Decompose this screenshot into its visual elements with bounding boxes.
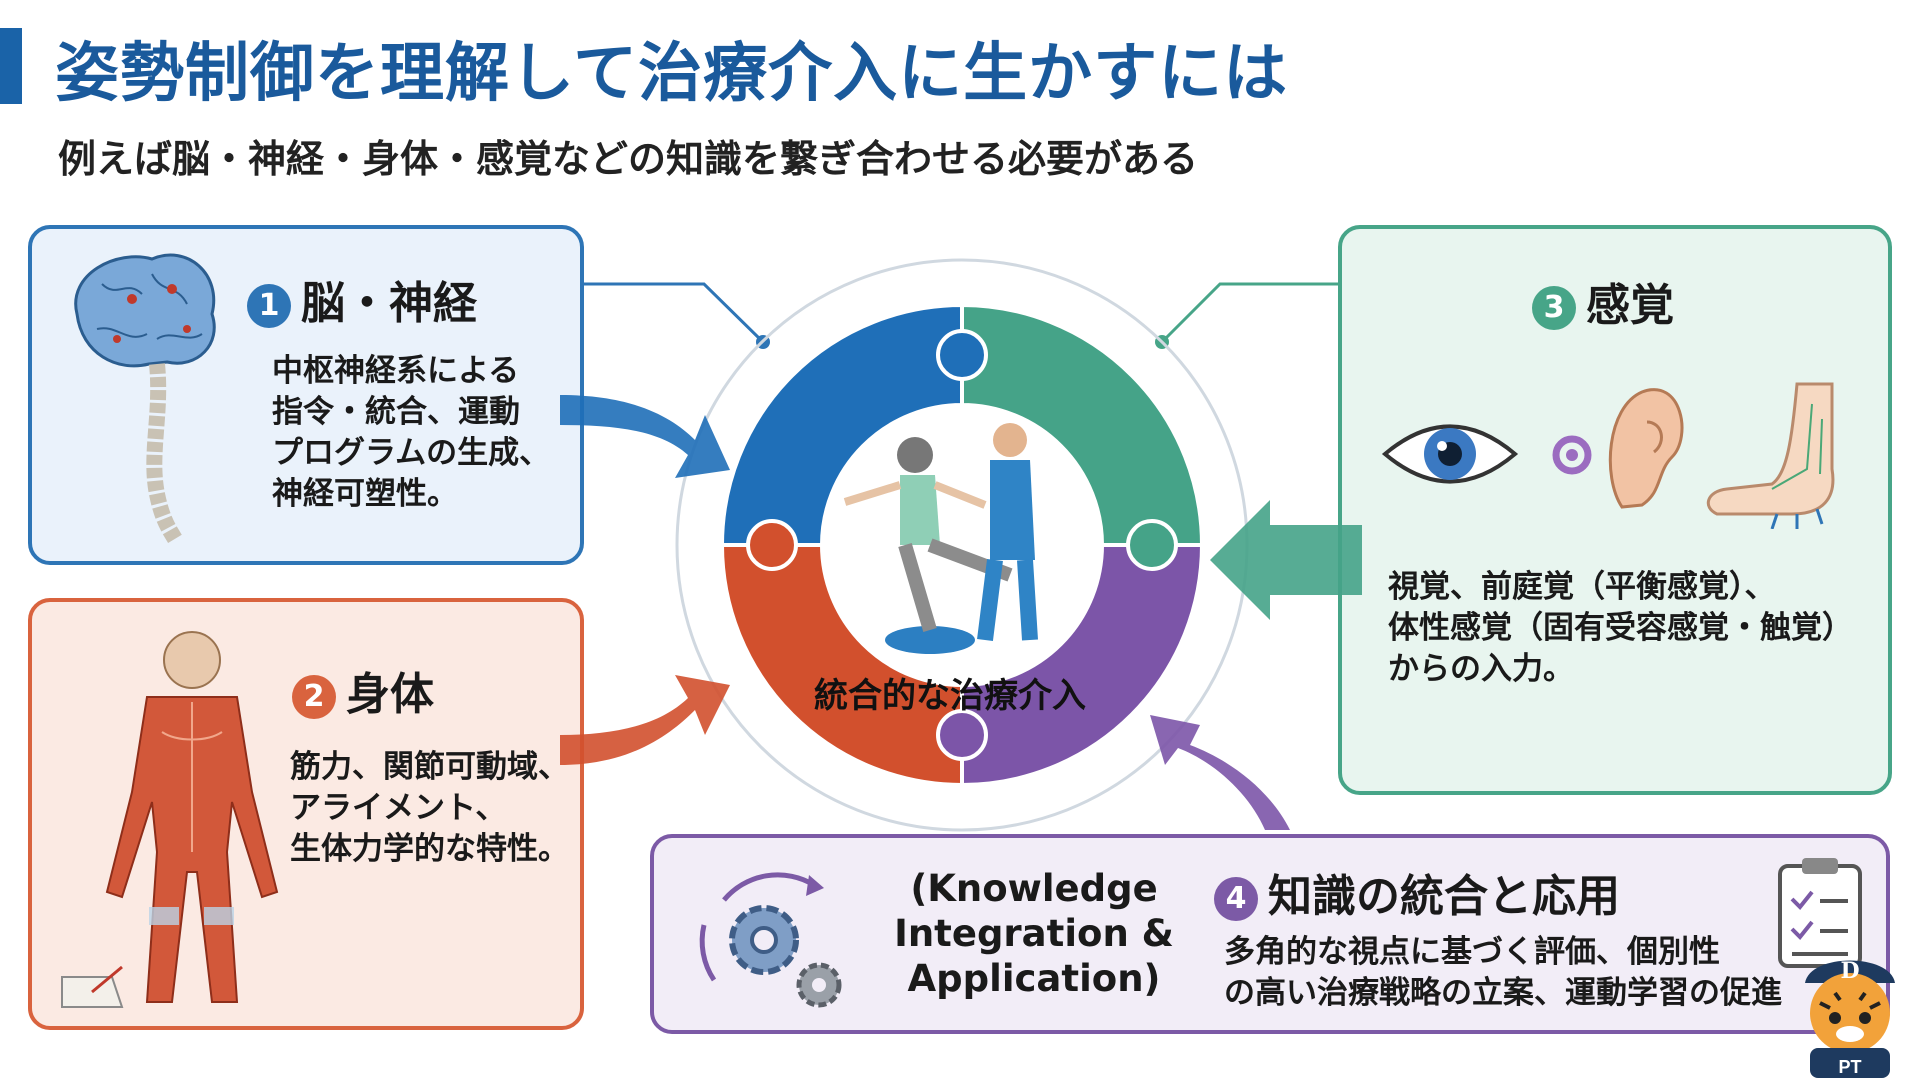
- page-title: 姿勢制御を理解して治療介入に生かすには: [55, 37, 1289, 111]
- body-card-description: 筋力、関節可動域、 アライメント、 生体力学的な特性。: [290, 749, 569, 867]
- brain-spine-icon: [74, 253, 216, 544]
- brain-title-text: 脳・神経: [301, 278, 477, 329]
- number-badge-4: 4: [1214, 877, 1258, 921]
- foot-icon: [1706, 382, 1835, 529]
- number-badge-3: 3: [1532, 286, 1576, 330]
- sensory-card-description: 視覚、前庭覚（平衡感覚）、 体性感覚（固有受容感覚・触覚） からの入力。: [1388, 569, 1853, 687]
- ear-icon: [1552, 388, 1684, 509]
- body-title-text: 身体: [346, 669, 434, 720]
- eye-icon: [1381, 424, 1519, 484]
- knowledge-title-text: 知識の統合と応用: [1268, 871, 1620, 922]
- tiger-mascot-icon: D PT: [1805, 958, 1895, 1078]
- mascot-cap-letter: D: [1840, 958, 1859, 984]
- sensory-title-text: 感覚: [1586, 280, 1674, 331]
- number-badge-2: 2: [292, 675, 336, 719]
- page-subtitle: 例えば脳・神経・身体・感覚などの知識を繋ぎ合わせる必要がある: [58, 137, 1199, 181]
- number-badge-1: 1: [247, 284, 291, 328]
- gears-cycle-icon: [699, 872, 842, 1008]
- center-label: 統合的な治療介入: [814, 676, 1086, 716]
- knowledge-card-description: 多角的な視点に基づく評価、個別性 の高い治療戦略の立案、運動学習の促進: [1224, 934, 1782, 1011]
- mascot-shirt-text: PT: [1838, 1057, 1861, 1077]
- brain-card-description: 中枢神経系による 指令・統合、運動 プログラムの生成、 神経可塑性。: [272, 353, 551, 512]
- knowledge-english-label: (Knowledge Integration & Application): [894, 867, 1174, 1000]
- muscle-body-icon: [61, 631, 279, 1008]
- clipboard-checklist-icon: [1778, 858, 1862, 968]
- title-accent-bar: [0, 28, 22, 104]
- therapist-patient-figure: [843, 423, 1038, 654]
